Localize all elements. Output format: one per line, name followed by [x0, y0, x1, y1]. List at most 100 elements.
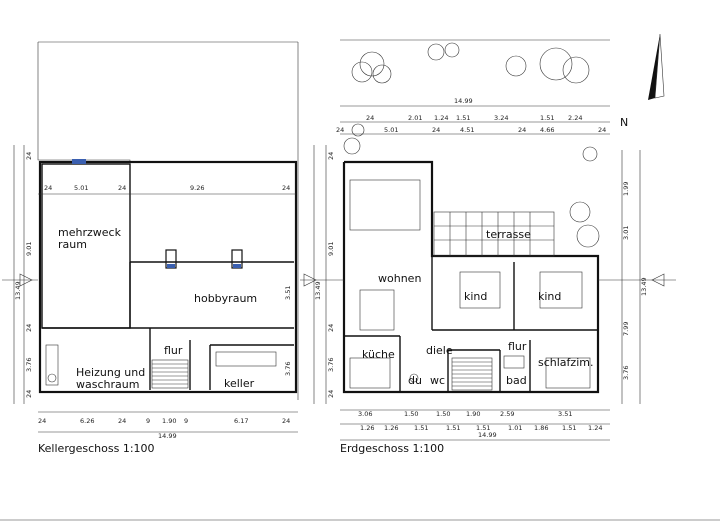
ground-dim-bot-r1: 3.06: [358, 410, 372, 418]
basement-window-3-fill: [233, 264, 241, 268]
ground-dim-right-a: 1.99: [622, 182, 630, 196]
terrasse-label: terrasse: [486, 228, 531, 241]
dining-table: [359, 289, 395, 331]
ground-caption: Erdgeschoss 1:100: [340, 442, 444, 455]
du-label: du: [408, 374, 422, 387]
basement-caption: Kellergeschoss 1:100: [38, 442, 155, 455]
north-label: N: [620, 116, 628, 129]
north-arrow: N: [620, 33, 665, 129]
ground-dim-bot-r2-a: 1.26: [360, 424, 374, 432]
diele-label: diele: [426, 344, 453, 357]
ground-dim-left-d: 3.76: [327, 358, 335, 372]
basement-dim-left-a: 24: [25, 152, 33, 160]
ground-dim-left-c: 24: [327, 324, 335, 332]
basement-dim-bot-b: 6.26: [80, 417, 94, 425]
ground-dim-right-total: 13.49: [640, 277, 648, 296]
ground-dim-r1-a: 24: [366, 114, 374, 122]
basement-dim-top-c: 24: [118, 184, 126, 192]
ground-dim-bot-r2-c: 1.51: [414, 424, 428, 432]
basement-dim-total: 14.99: [158, 432, 177, 440]
ground-dim-bot-r2-g: 1.86: [534, 424, 548, 432]
ground-dim-bot-r1-c: 1.50: [436, 410, 450, 418]
ground-dim-r1-b: 2.01: [408, 114, 422, 122]
basement-dim-bot-a: 24: [38, 417, 46, 425]
ground-dim-left-e: 24: [327, 390, 335, 398]
basement-dim-bot-g: 6.17: [234, 417, 248, 425]
basement-dim-left-e: 24: [25, 390, 33, 398]
basement-window-1: [72, 159, 86, 164]
ground-dim-bot-r2-i: 1.24: [588, 424, 602, 432]
ground-dim-r1-g: 2.24: [568, 114, 582, 122]
ground-dim-bot-r1-d: 1.90: [466, 410, 480, 418]
ground-dim-r2-d: 4.51: [460, 126, 474, 134]
heating-boiler: [45, 344, 59, 386]
ground-dim-r2-b: 5.01: [384, 126, 398, 134]
bathtub: [503, 355, 525, 369]
basement-flur-label: flur: [164, 344, 183, 357]
schlafzim-label: schlafzim.: [538, 356, 593, 369]
ground-dim-left-total: 13.49: [314, 281, 322, 300]
basement-window-2-fill: [167, 264, 175, 268]
basement-dim-top-b: 5.01: [74, 184, 88, 192]
double-bed: [545, 357, 591, 389]
ground-dim-r1-c: 1.24: [434, 114, 448, 122]
ground-dim-right-c: 7.99: [622, 322, 630, 336]
ground-dim-right-d: 3.76: [622, 366, 630, 380]
basement-dim-bot-d: 9: [146, 417, 150, 425]
hobbyraum-label: hobbyraum: [194, 292, 257, 305]
ground-dim-r2-a: 24: [336, 126, 344, 134]
ground-dim-r2-c: 24: [432, 126, 440, 134]
ground-dim-r2-e: 24: [518, 126, 526, 134]
kind-bed-1: [459, 271, 501, 309]
basement-ground-line: [37, 42, 131, 162]
basement-dim-top-d: 9.26: [190, 184, 204, 192]
ground-dim-right-b: 3.01: [622, 226, 630, 240]
ground-dim-total: 14.99: [478, 431, 497, 439]
keller-label: keller: [224, 377, 255, 390]
basement-dim-top-a: 24: [44, 184, 52, 192]
basement-dim-bot-c: 24: [118, 417, 126, 425]
ground-dim-bot-r1-e: 2.59: [500, 410, 514, 418]
ground-dim-bot-r2-h: 1.51: [562, 424, 576, 432]
basement-dim-bot-e: 1.90: [162, 417, 176, 425]
kind-2-label: kind: [538, 290, 561, 303]
mehrzweck-label: mehrzweck: [58, 226, 122, 239]
basement-dim-bot-f: 9: [184, 417, 188, 425]
ground-dim-bot-r2-d: 1.51: [446, 424, 460, 432]
terrace-area: [433, 211, 555, 257]
wohnen-label: wohnen: [378, 272, 421, 285]
garden-trees: [343, 42, 600, 248]
ground-dim-left-a: 24: [327, 152, 335, 160]
wc-label: wc: [430, 374, 445, 387]
ground-dim-bot-r2-e: 1.51: [476, 424, 490, 432]
basement-dim-left-total: 13.49: [14, 281, 22, 300]
bad-label: bad: [506, 374, 527, 387]
ground-dim-r2-f: 4.66: [540, 126, 554, 134]
basement-dim-left-c: 24: [25, 324, 33, 332]
basement-dim-right-a: 3.51: [284, 286, 292, 300]
terrace-grid: [434, 212, 554, 256]
ground-outer-wall: [342, 160, 600, 394]
ground-dim-r1-f: 1.51: [540, 114, 554, 122]
kind-bed-2: [539, 271, 583, 309]
waschraum-label: waschraum: [76, 378, 139, 391]
toilet-fixture: [409, 373, 419, 383]
basement-outer-wall: [38, 160, 298, 394]
ground-dim-r1-e: 3.24: [494, 114, 508, 122]
keller-shelf: [215, 351, 277, 367]
basement-dim-right-b: 3.76: [284, 362, 292, 376]
basement-dim-left-b: 9.01: [25, 242, 33, 256]
basement-dim-bot-h: 24: [282, 417, 290, 425]
ground-floor-plan: N 14.99 24 2.01 1.24 1.51 3.24 1.51 2.24…: [300, 33, 676, 455]
washing-machine: [47, 373, 57, 383]
ground-dim-bot-r1-f: 3.51: [558, 410, 572, 418]
basement-dim-top-e: 24: [282, 184, 290, 192]
ground-dim-r2-g: 24: [598, 126, 606, 134]
ground-dim-top-total: 14.99: [454, 97, 473, 105]
ground-flur-label: flur: [508, 340, 527, 353]
ground-stairs: [451, 357, 493, 391]
ground-dim-bot-r2-f: 1.01: [508, 424, 522, 432]
basement-dim-left-d: 3.76: [25, 358, 33, 372]
ground-dim-r1-d: 1.51: [456, 114, 470, 122]
